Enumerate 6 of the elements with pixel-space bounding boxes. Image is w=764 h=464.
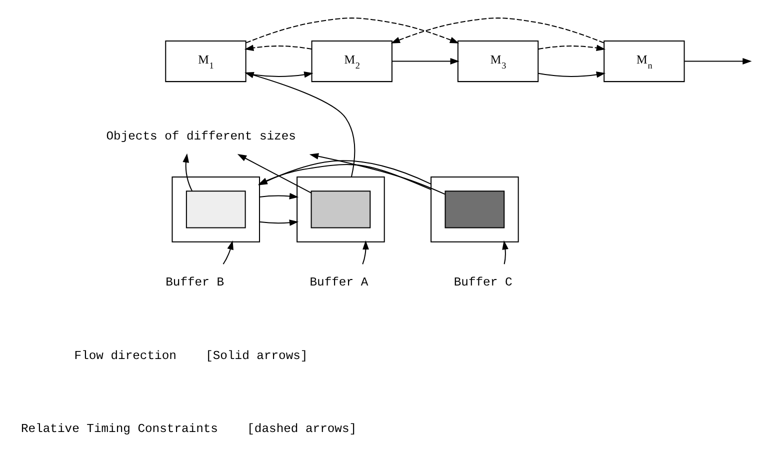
node-text: Buffer B (166, 275, 224, 290)
label: Relative Timing Constraints [dashed arrows] (21, 421, 357, 436)
node-text: Buffer C (454, 275, 512, 290)
node-text: Objects of different sizes (106, 129, 296, 144)
node-text: Buffer A (310, 275, 368, 290)
label: Flow direction [Solid arrows] (74, 348, 308, 362)
